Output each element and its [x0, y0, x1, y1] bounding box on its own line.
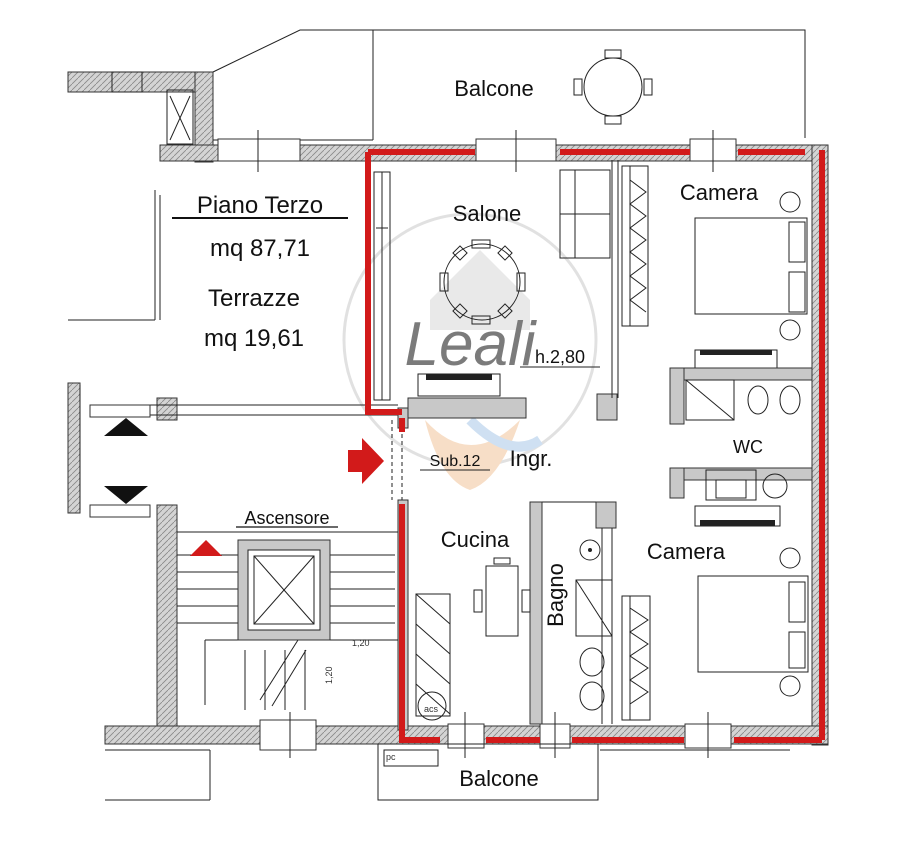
info-block: Piano Terzo mq 87,71 Terrazze mq 19,61: [172, 192, 348, 352]
bottom-wall: [104, 712, 829, 758]
room-label-camera-top: Camera: [680, 180, 759, 205]
dim-label-1: 1,20: [352, 638, 370, 648]
room-label-salone: Salone: [453, 201, 522, 226]
stair-up-arrow-icon: [190, 540, 222, 556]
bottom-balcony: [105, 743, 790, 801]
room-label-ascensore: Ascensore: [244, 508, 329, 528]
pc-label: pc: [386, 752, 396, 762]
stairwell: 1,20 1,20: [67, 382, 398, 727]
neighbour-building-topleft: [67, 71, 214, 321]
room-label-ingresso: Ingr.: [510, 446, 553, 471]
acs-label: acs: [424, 704, 439, 714]
entrance: [348, 420, 403, 500]
property-boundary: [365, 149, 825, 743]
salone-walls: [150, 160, 619, 421]
camera-top-furniture: [621, 165, 808, 371]
ceiling-height-label: h.2,80: [535, 347, 585, 367]
room-label-cucina: Cucina: [441, 527, 510, 552]
terrace-title: Terrazze: [208, 285, 300, 312]
floor-title: Piano Terzo: [197, 192, 323, 219]
room-label-wc: WC: [733, 437, 763, 457]
bagno-fixtures: [575, 539, 613, 711]
room-label-balcone-bottom: Balcone: [459, 766, 539, 791]
watermark-logo: Leali: [342, 212, 598, 490]
watermark-text: Leali: [405, 310, 538, 379]
entrance-arrow-icon: [348, 438, 384, 484]
dim-label-2: 1,20: [324, 666, 334, 684]
arrow-down-icon: [104, 486, 148, 504]
camera-bottom-furniture: [621, 547, 809, 721]
terrace-area: mq 19,61: [204, 325, 304, 352]
room-label-bagno: Bagno: [543, 563, 568, 627]
sub-label: Sub.12: [430, 453, 481, 470]
wc-room: [669, 367, 813, 527]
salone-furniture: [373, 169, 611, 401]
room-label-camera-bottom: Camera: [647, 539, 726, 564]
cucina-furniture: acs: [415, 557, 531, 721]
room-label-balcone-top: Balcone: [454, 76, 534, 101]
floor-area: mq 87,71: [210, 235, 310, 262]
arrow-up-icon: [104, 418, 148, 436]
top-wall: [159, 130, 829, 172]
